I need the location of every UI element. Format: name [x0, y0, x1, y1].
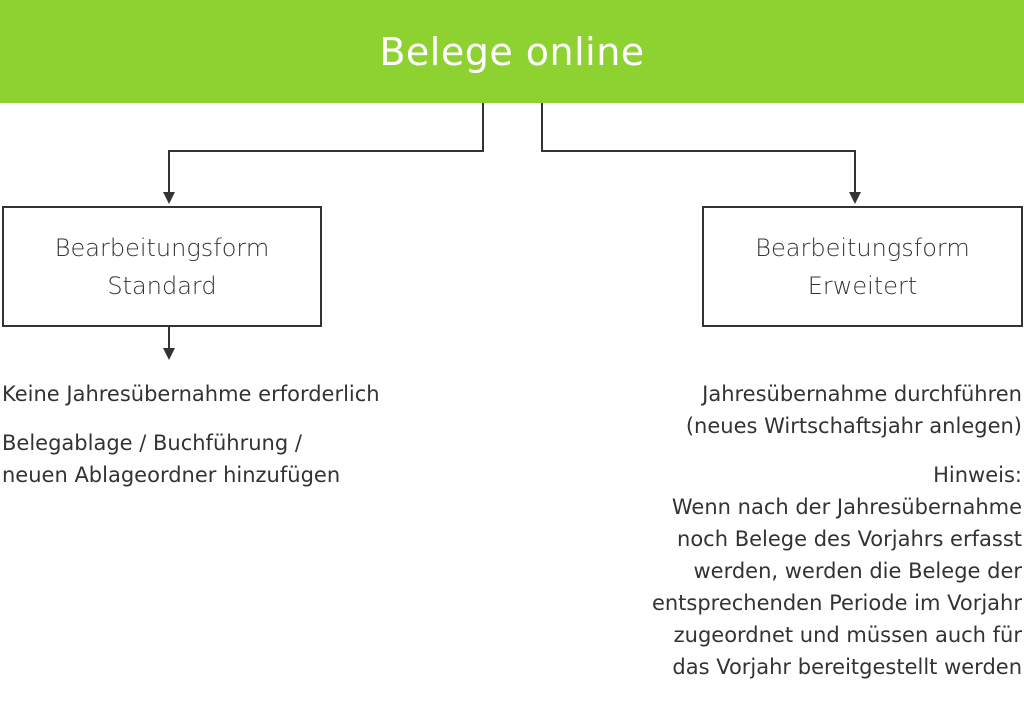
connector-to-standard [168, 103, 484, 200]
connector-to-erweitert [541, 103, 856, 200]
arrowhead-standard [163, 192, 175, 204]
hint-line-2: noch Belege des Vorjahrs erfasst [677, 527, 1022, 551]
hint-line-6: das Vorjahr bereitgestellt werden [672, 655, 1022, 679]
box-erweitert-line1: Bearbeitungsform [755, 233, 970, 262]
diagram-title: Belege online [379, 29, 645, 74]
arrowhead-erweitert [849, 192, 861, 204]
right-note-1-line2: (neues Wirtschaftsjahr anlegen) [685, 414, 1022, 438]
box-standard-line2: Standard [107, 271, 217, 300]
box-erweitert-line2: Erweitert [807, 271, 918, 300]
hint-line-4: entsprechenden Periode im Vorjahr [651, 591, 1022, 615]
left-note-2-line1: Belegablage / Buchführung / [2, 431, 302, 455]
left-note-2-line2: neuen Ablageordner hinzufügen [2, 463, 341, 487]
hint-line-3: werden, werden die Belege der [693, 559, 1022, 583]
hint-label: Hinweis: [933, 463, 1022, 487]
box-standard-line1: Bearbeitungsform [54, 233, 270, 262]
hint-line-1: Wenn nach der Jahresübernahme [671, 495, 1022, 519]
right-note-1-line1: Jahresübernahme durchführen [702, 382, 1022, 406]
hint-line-5: zugeordnet und müssen auch für [673, 623, 1022, 647]
left-note-1: Keine Jahresübernahme erforderlich [2, 382, 380, 406]
box-erweitert: Bearbeitungsform Erweitert [702, 206, 1023, 327]
header-bar: Belege online [0, 0, 1024, 103]
arrowhead-standard-down [163, 348, 175, 360]
box-standard: Bearbeitungsform Standard [2, 206, 322, 327]
